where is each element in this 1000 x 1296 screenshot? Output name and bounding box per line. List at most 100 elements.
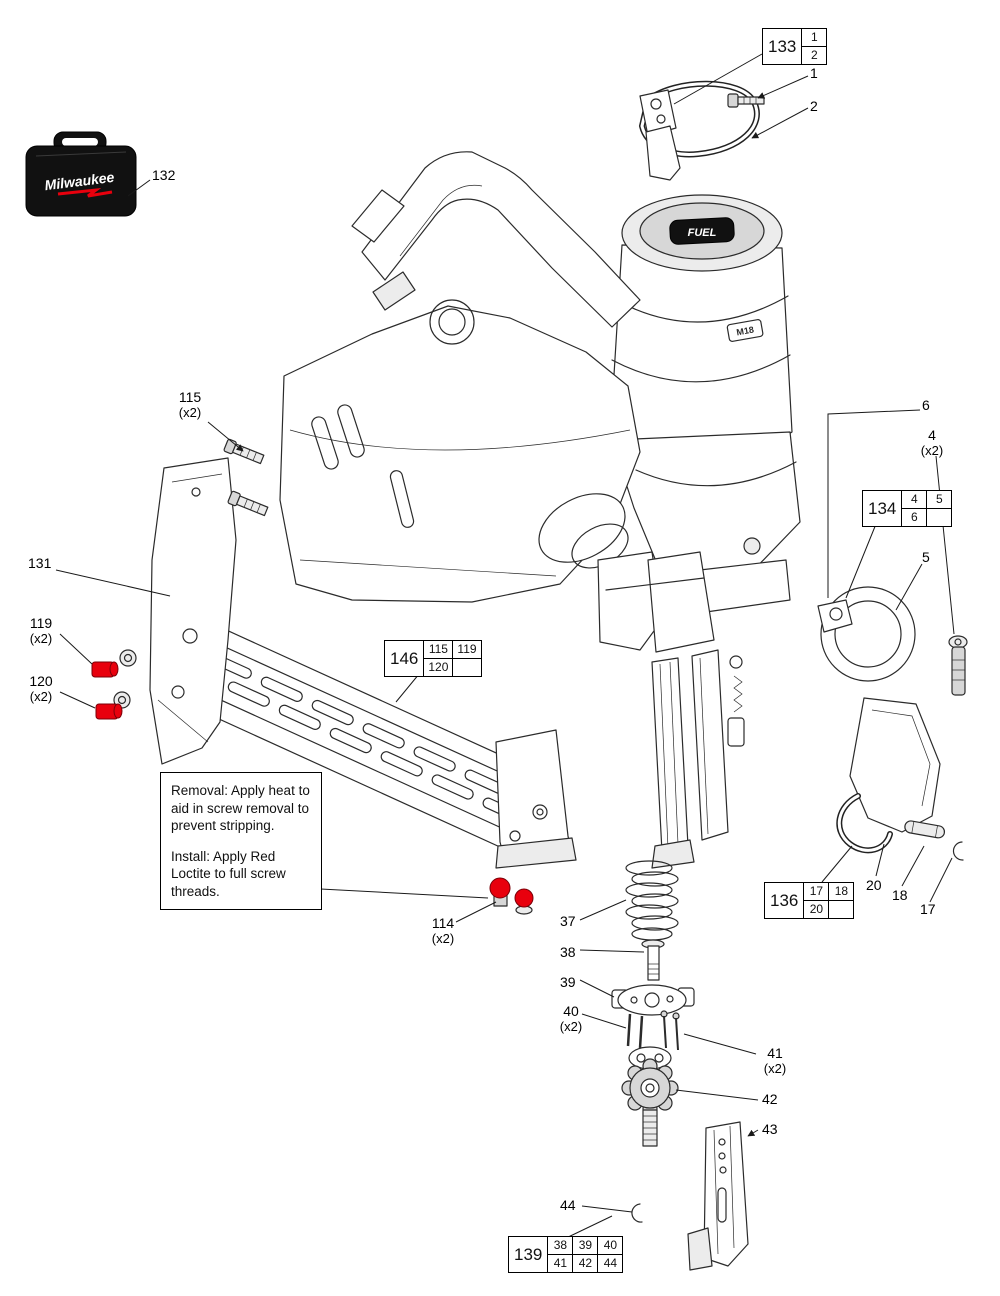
callout-qty: (x2) [920,442,944,458]
callout-number: 42 [762,1091,778,1107]
ref-box-main: 139 [514,1244,543,1264]
ref-box-cell: 41 [548,1254,573,1272]
callout-number: 41 [767,1045,783,1061]
bracket-43-drawing [687,1121,749,1271]
exploded-stack-drawing [611,860,749,1271]
callout-number: 37 [560,913,576,929]
ref-box-col: 17 20 [803,883,829,918]
callout-number: 40 [563,1003,579,1019]
handle-arch-drawing [351,151,641,328]
belt-hook-drawing [638,80,765,181]
screw-120-red-drawing [95,691,131,720]
motor-housing-drawing: FUEL M18 [609,194,801,613]
note-install-text: Install: Apply Red Loctite to full screw… [171,848,286,899]
clip-17-drawing [952,841,964,861]
ref-box-cell [829,900,854,918]
screw-4-drawing [948,635,968,696]
hanging-ring-drawing [817,586,968,696]
callout-number: 17 [920,901,936,917]
ref-box-cell [453,658,481,676]
callout-number: 1 [810,65,818,81]
ref-box-cell: 4 [911,492,918,506]
clip-44-drawing [631,1203,643,1223]
ref-box-main: 146 [390,648,419,668]
callout-qty: (x2) [178,404,202,420]
note-removal-text: Removal: Apply heat to aid in screw remo… [171,783,310,834]
callout-132: 132 [152,167,176,184]
screw-1-drawing [727,93,765,108]
ref-box-cell: 6 [902,508,927,526]
plate-39-drawing [611,984,695,1016]
callout-number: 115 [178,389,202,405]
callout-number: 4 [928,427,936,443]
ref-box-col: 38 41 [547,1237,573,1272]
ref-box-cell: 119 [457,642,477,656]
ref-box-col: 1 2 [801,29,827,64]
ref-box-cell: 20 [804,900,829,918]
ref-box-146: 146 115 120 119 [384,640,482,677]
callout-6: 6 [922,397,930,414]
callout-37: 37 [560,913,576,930]
callout-number: 44 [560,1197,576,1213]
ref-box-cell: 44 [598,1254,623,1272]
ref-box-col: 115 120 [423,641,453,676]
callout-114: 114 (x2) [420,915,466,946]
callout-number: 43 [762,1121,778,1137]
callout-number: 119 [29,615,53,631]
callout-number: 131 [28,555,52,571]
ref-box-cell: 40 [603,1238,618,1252]
ref-box-cell: 120 [424,658,453,676]
ref-box-cell: 2 [802,46,827,64]
callout-38: 38 [560,944,576,961]
ref-box-cell: 38 [553,1238,568,1252]
motor-badge-text: FUEL [688,227,717,239]
ref-box-cell: 39 [578,1238,593,1252]
ref-box-cell [927,508,952,526]
callout-40: 40 (x2) [548,1003,594,1034]
callout-number: 38 [560,944,576,960]
ref-box-133: 133 1 2 [762,28,828,65]
callout-qty: (x2) [559,1018,583,1034]
screws-115-drawing [223,438,269,517]
callout-number: 20 [866,877,882,893]
ref-box-139: 139 38 41 39 42 40 44 [508,1236,624,1273]
knob-42-drawing [621,1058,679,1147]
callout-number: 2 [810,98,818,114]
callout-2: 2 [810,98,818,115]
callout-1: 1 [810,65,818,82]
callout-qty: (x2) [29,688,53,704]
plunger-38-drawing [641,939,665,981]
ref-box-col: 119 [452,641,481,676]
ref-box-col: 4 6 [901,491,927,526]
spring-37-drawing [625,860,679,941]
ref-box-cell: 115 [428,642,448,656]
callout-17: 17 [920,901,936,918]
callout-number: 132 [152,167,176,183]
callout-4: 4 (x2) [910,427,954,458]
instruction-note: Removal: Apply heat to aid in screw remo… [160,772,322,911]
screws-114-red-drawing [489,877,534,915]
pin-18-drawing [904,820,946,839]
callout-18: 18 [892,887,908,904]
ref-box-cell: 42 [573,1254,598,1272]
callout-qty: (x2) [763,1060,787,1076]
callout-number: 6 [922,397,930,413]
screw-119-red-drawing [91,649,137,678]
callout-39: 39 [560,974,576,991]
callout-number: 18 [892,887,908,903]
ref-box-cell: 17 [809,884,824,898]
pins-40-drawing [626,1013,644,1049]
ref-box-main: 133 [768,36,797,56]
side-badge-text: M18 [736,325,755,338]
callout-number: 39 [560,974,576,990]
ref-box-col: 18 [828,883,854,918]
callout-5: 5 [922,549,930,566]
callout-115: 115 (x2) [168,389,212,420]
callout-qty: (x2) [29,630,53,646]
nose-assembly-drawing [538,493,745,869]
callout-44: 44 [560,1197,576,1214]
callout-number: 114 [431,915,455,931]
callout-qty: (x2) [431,930,455,946]
